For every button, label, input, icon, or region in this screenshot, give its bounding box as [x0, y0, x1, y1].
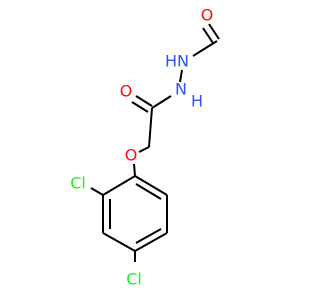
ether-oxygen-label: O	[125, 146, 138, 165]
formyl-carbonyl-bond-double	[202, 27, 214, 44]
ring-bond-c6-c1	[134, 175, 168, 196]
carbonyl-oxygen-label: O	[120, 82, 133, 101]
bonds-layer	[90, 23, 220, 262]
ether-ring-bond	[133, 163, 136, 177]
structure-svg: O N H N H O O Cl Cl	[70, 6, 220, 289]
ring-inner-double-c4-c5	[135, 228, 162, 244]
hydrazide-n1-hydrogen-label: H	[165, 52, 177, 71]
amide-n-c-bond	[151, 95, 172, 109]
ring-inner-double-c6-c1	[135, 183, 162, 200]
chlorine-ortho-label: Cl	[70, 174, 86, 193]
formyl-oxygen-label: O	[201, 6, 214, 25]
hydrazide-n2-label: N	[175, 80, 187, 99]
ring-bond-c1-c2	[102, 175, 136, 196]
formyl-c-n-bond	[192, 40, 218, 57]
ring-bond-c3-c4	[102, 232, 136, 252]
ring-cl-ortho-bond	[90, 187, 104, 196]
carbonyl-ch2-bond	[148, 107, 153, 148]
formyl-carbonyl-bond	[208, 23, 220, 40]
hydrazide-n1-label: N	[177, 52, 189, 71]
hydrazide-n-n-bond	[179, 69, 183, 83]
ring-bond-c4-c5	[134, 232, 168, 252]
chlorine-para-label: Cl	[126, 270, 142, 289]
amide-carbonyl-bond	[135, 95, 153, 107]
atoms-layer: O N H N H O O Cl Cl	[70, 6, 213, 289]
molecule-diagram: O N H N H O O Cl Cl	[70, 5, 220, 289]
amide-carbonyl-bond-double	[131, 101, 149, 113]
ch2-ether-bond	[138, 146, 150, 153]
hydrazide-n2-hydrogen-label: H	[191, 92, 203, 111]
